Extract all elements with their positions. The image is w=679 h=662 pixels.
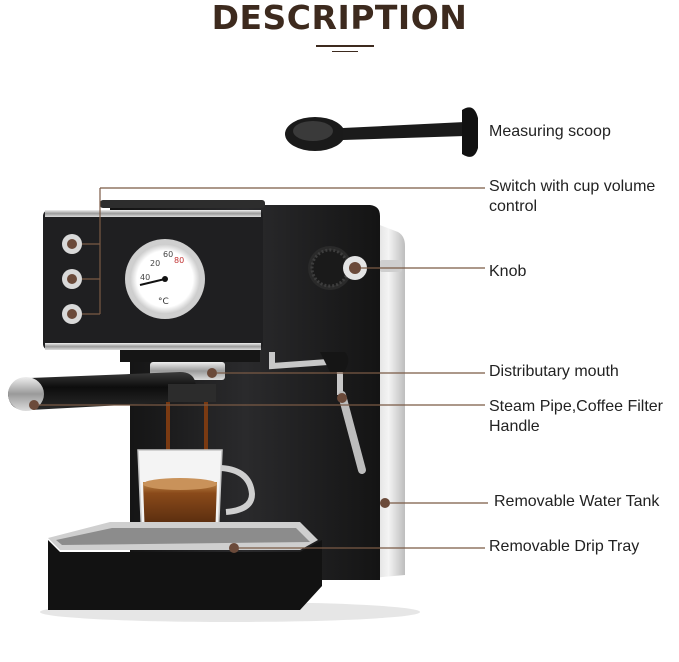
callout-switch: Switch with cup volume control <box>489 178 656 215</box>
gauge-number-60: 60 <box>163 250 173 259</box>
water-tank-side <box>372 222 405 578</box>
measuring-scoop <box>285 107 478 157</box>
switch-buttons <box>62 234 82 324</box>
panel-top-trim <box>45 210 261 217</box>
leader-lines <box>39 187 488 549</box>
drip-tray <box>48 522 322 610</box>
callout-water-tank: Removable Water Tank <box>494 493 660 510</box>
top-cover <box>100 200 265 208</box>
water-tank-marker <box>380 498 390 508</box>
callout-knob: Knob <box>489 263 527 280</box>
coffee-stream-left <box>166 402 170 464</box>
side-clip <box>380 260 402 272</box>
panel-bottom-trim <box>45 343 261 350</box>
gauge-unit: °C <box>158 297 169 307</box>
portafilter-handle <box>8 372 216 411</box>
callout-distributary-mouth: Distributary mouth <box>489 363 619 380</box>
gauge-number-80: 80 <box>174 256 184 265</box>
callout-steam-pipe: Steam Pipe,Coffee Filter Handle <box>489 398 664 435</box>
title-underline-short <box>332 51 358 52</box>
temperature-gauge: 20 40 60 80 °C <box>125 239 205 319</box>
title-underline <box>316 45 374 47</box>
callout-measuring-scoop: Measuring scoop <box>489 123 611 140</box>
callout-drip-tray: Removable Drip Tray <box>489 538 640 555</box>
steam-knob <box>308 246 367 290</box>
gauge-number-40: 40 <box>140 273 150 282</box>
gauge-number-20: 20 <box>150 259 160 268</box>
page-title: DESCRIPTION <box>211 0 468 37</box>
steam-wand <box>269 352 366 474</box>
coffee-stream-right <box>204 402 208 464</box>
